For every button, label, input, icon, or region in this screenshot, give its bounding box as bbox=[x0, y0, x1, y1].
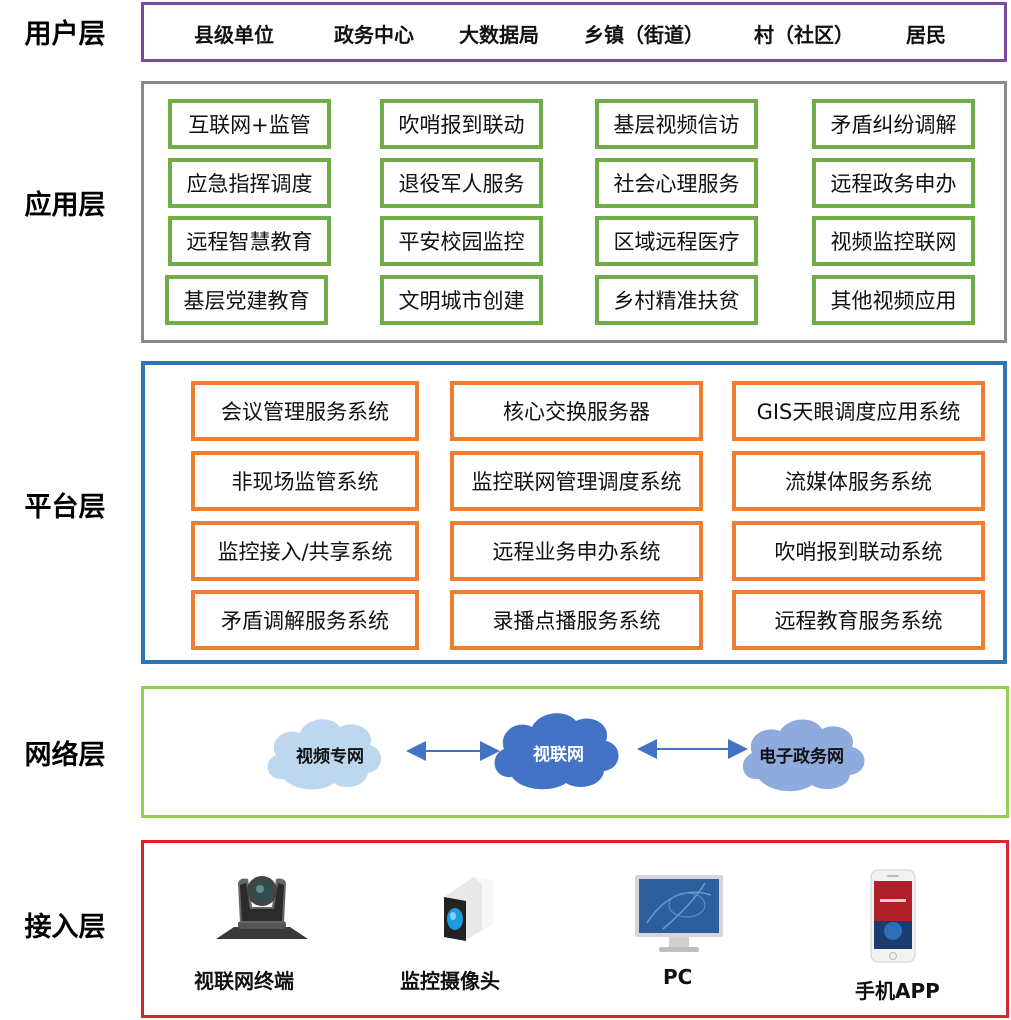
application-item: 区域远程医疗 bbox=[595, 216, 758, 266]
platform-system-item: 矛盾调解服务系统 bbox=[191, 590, 419, 650]
application-item: 吹哨报到联动 bbox=[380, 99, 543, 149]
layer-label-access: 接入层 bbox=[24, 912, 106, 943]
platform-system-item: 流媒体服务系统 bbox=[732, 451, 985, 511]
cloud-label: 视频专网 bbox=[296, 747, 364, 767]
layer-label-platform: 平台层 bbox=[24, 492, 106, 523]
surveillance-camera-icon bbox=[444, 877, 494, 941]
monitor-icon bbox=[635, 875, 723, 952]
user-item: 县级单位 bbox=[194, 23, 274, 47]
application-item: 基层党建教育 bbox=[165, 275, 328, 325]
application-item: 基层视频信访 bbox=[595, 99, 758, 149]
platform-system-item: 核心交换服务器 bbox=[450, 381, 703, 441]
platform-system-item: 监控接入/共享系统 bbox=[191, 521, 419, 581]
platform-system-item: 远程业务申办系统 bbox=[450, 521, 703, 581]
platform-system-item: 监控联网管理调度系统 bbox=[450, 451, 703, 511]
network-layer-panel: 视频专网 视联网 电子政务网 bbox=[141, 686, 1009, 818]
cloud-label: 电子政务网 bbox=[759, 747, 844, 767]
access-layer-panel: 视联网终端 监控摄像头 PC 手机APP bbox=[141, 840, 1009, 1018]
cloud-label: 视联网 bbox=[533, 745, 584, 765]
application-item: 远程政务申办 bbox=[812, 158, 975, 208]
application-item: 平安校园监控 bbox=[380, 216, 543, 266]
application-item: 退役军人服务 bbox=[380, 158, 543, 208]
application-item: 互联网+监管 bbox=[168, 99, 331, 149]
application-item: 远程智慧教育 bbox=[168, 216, 331, 266]
device-label: 监控摄像头 bbox=[400, 969, 500, 993]
application-layer-panel: 互联网+监管吹哨报到联动 基层视频信访 矛盾纠纷调解应急指挥调度退役军人服务 社会心理… bbox=[141, 81, 1007, 343]
user-item: 政务中心 bbox=[334, 23, 414, 47]
platform-layer-panel: 会议管理服务系统核心交换服务器 GIS天眼调度应用系统非现场监管系统监控联网管理调… bbox=[141, 361, 1007, 664]
layer-label-application: 应用层 bbox=[24, 190, 106, 221]
cloud-video-private-network-icon bbox=[267, 719, 382, 790]
platform-system-item: 远程教育服务系统 bbox=[732, 590, 985, 650]
application-item: 矛盾纠纷调解 bbox=[812, 99, 975, 149]
application-item: 文明城市创建 bbox=[380, 275, 543, 325]
platform-system-item: 会议管理服务系统 bbox=[191, 381, 419, 441]
platform-system-item: 吹哨报到联动系统 bbox=[732, 521, 985, 581]
application-item: 应急指挥调度 bbox=[168, 158, 331, 208]
user-item: 居民 bbox=[906, 23, 946, 47]
user-item: 大数据局 bbox=[459, 23, 539, 47]
layer-label-user: 用户层 bbox=[24, 19, 106, 50]
platform-system-item: 录播点播服务系统 bbox=[450, 590, 703, 650]
application-item: 乡村精准扶贫 bbox=[595, 275, 758, 325]
user-layer-panel: 县级单位 政务中心 大数据局 乡镇（街道） 村（社区） 居民 bbox=[141, 2, 1007, 62]
application-item: 视频监控联网 bbox=[812, 216, 975, 266]
application-item: 其他视频应用 bbox=[812, 275, 975, 325]
device-label: PC bbox=[663, 965, 693, 989]
cloud-e-government-network-icon bbox=[742, 719, 865, 792]
device-label: 手机APP bbox=[855, 979, 940, 1003]
layer-label-network: 网络层 bbox=[24, 740, 106, 771]
user-item: 乡镇（街道） bbox=[584, 23, 704, 47]
ptz-camera-icon bbox=[216, 876, 308, 939]
platform-system-item: GIS天眼调度应用系统 bbox=[732, 381, 985, 441]
platform-system-item: 非现场监管系统 bbox=[191, 451, 419, 511]
device-label: 视联网终端 bbox=[194, 969, 294, 993]
smartphone-icon bbox=[870, 869, 916, 963]
application-item: 社会心理服务 bbox=[595, 158, 758, 208]
user-item: 村（社区） bbox=[754, 23, 854, 47]
network-diagram bbox=[267, 713, 865, 792]
cloud-video-network-icon bbox=[494, 713, 619, 790]
